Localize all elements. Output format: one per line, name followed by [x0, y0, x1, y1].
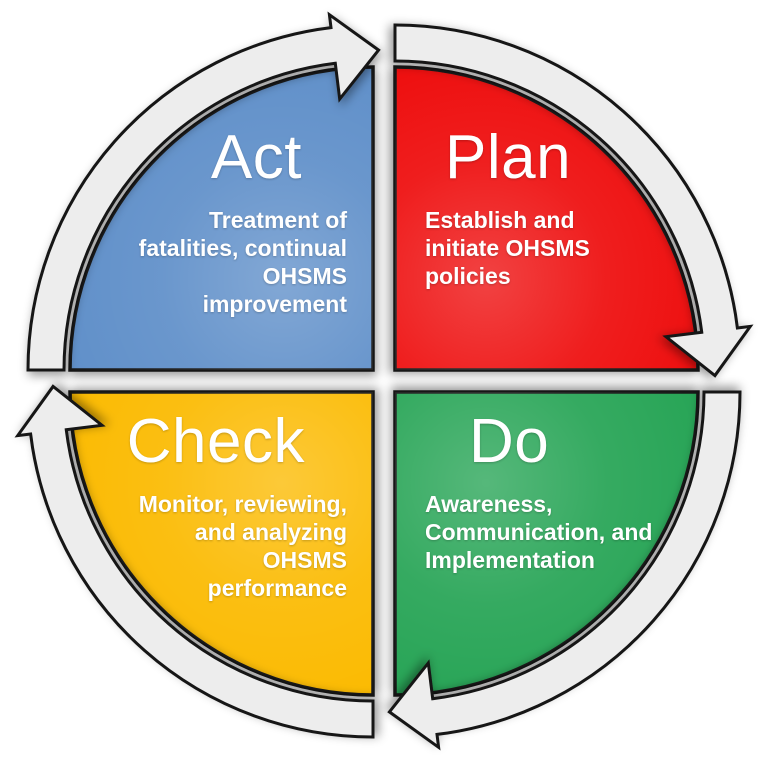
arrow-plan-to-do — [393, 23, 754, 378]
plan-description: Establish and initiate OHSMS policies — [425, 207, 590, 289]
check-quadrant-text: Check Monitor, reviewing, and analyzing … — [77, 410, 347, 602]
check-disc-highlight — [70, 392, 373, 695]
do-quadrant-text: Do Awareness, Communication, and Impleme… — [425, 410, 715, 574]
act-disc-highlight — [70, 67, 373, 370]
act-quadrant-text: Act Treatment of fatalities, continual O… — [77, 126, 347, 318]
do-disc-highlight — [395, 392, 698, 695]
plan-title: Plan — [445, 123, 572, 192]
plan-disc-highlight — [395, 67, 698, 370]
check-description: Monitor, reviewing, and analyzing OHSMS … — [138, 491, 347, 601]
act-title: Act — [210, 123, 302, 192]
act-description: Treatment of fatalities, continual OHSMS… — [138, 207, 347, 317]
plan-quadrant-text: Plan Establish and initiate OHSMS polici… — [425, 126, 710, 290]
check-title: Check — [126, 407, 305, 476]
do-title: Do — [469, 407, 550, 476]
arrow-act-to-plan — [26, 11, 381, 372]
arrow-check-to-act — [14, 384, 375, 739]
arrow-do-to-check — [387, 390, 742, 751]
do-description: Awareness, Communication, and Implementa… — [425, 491, 653, 573]
